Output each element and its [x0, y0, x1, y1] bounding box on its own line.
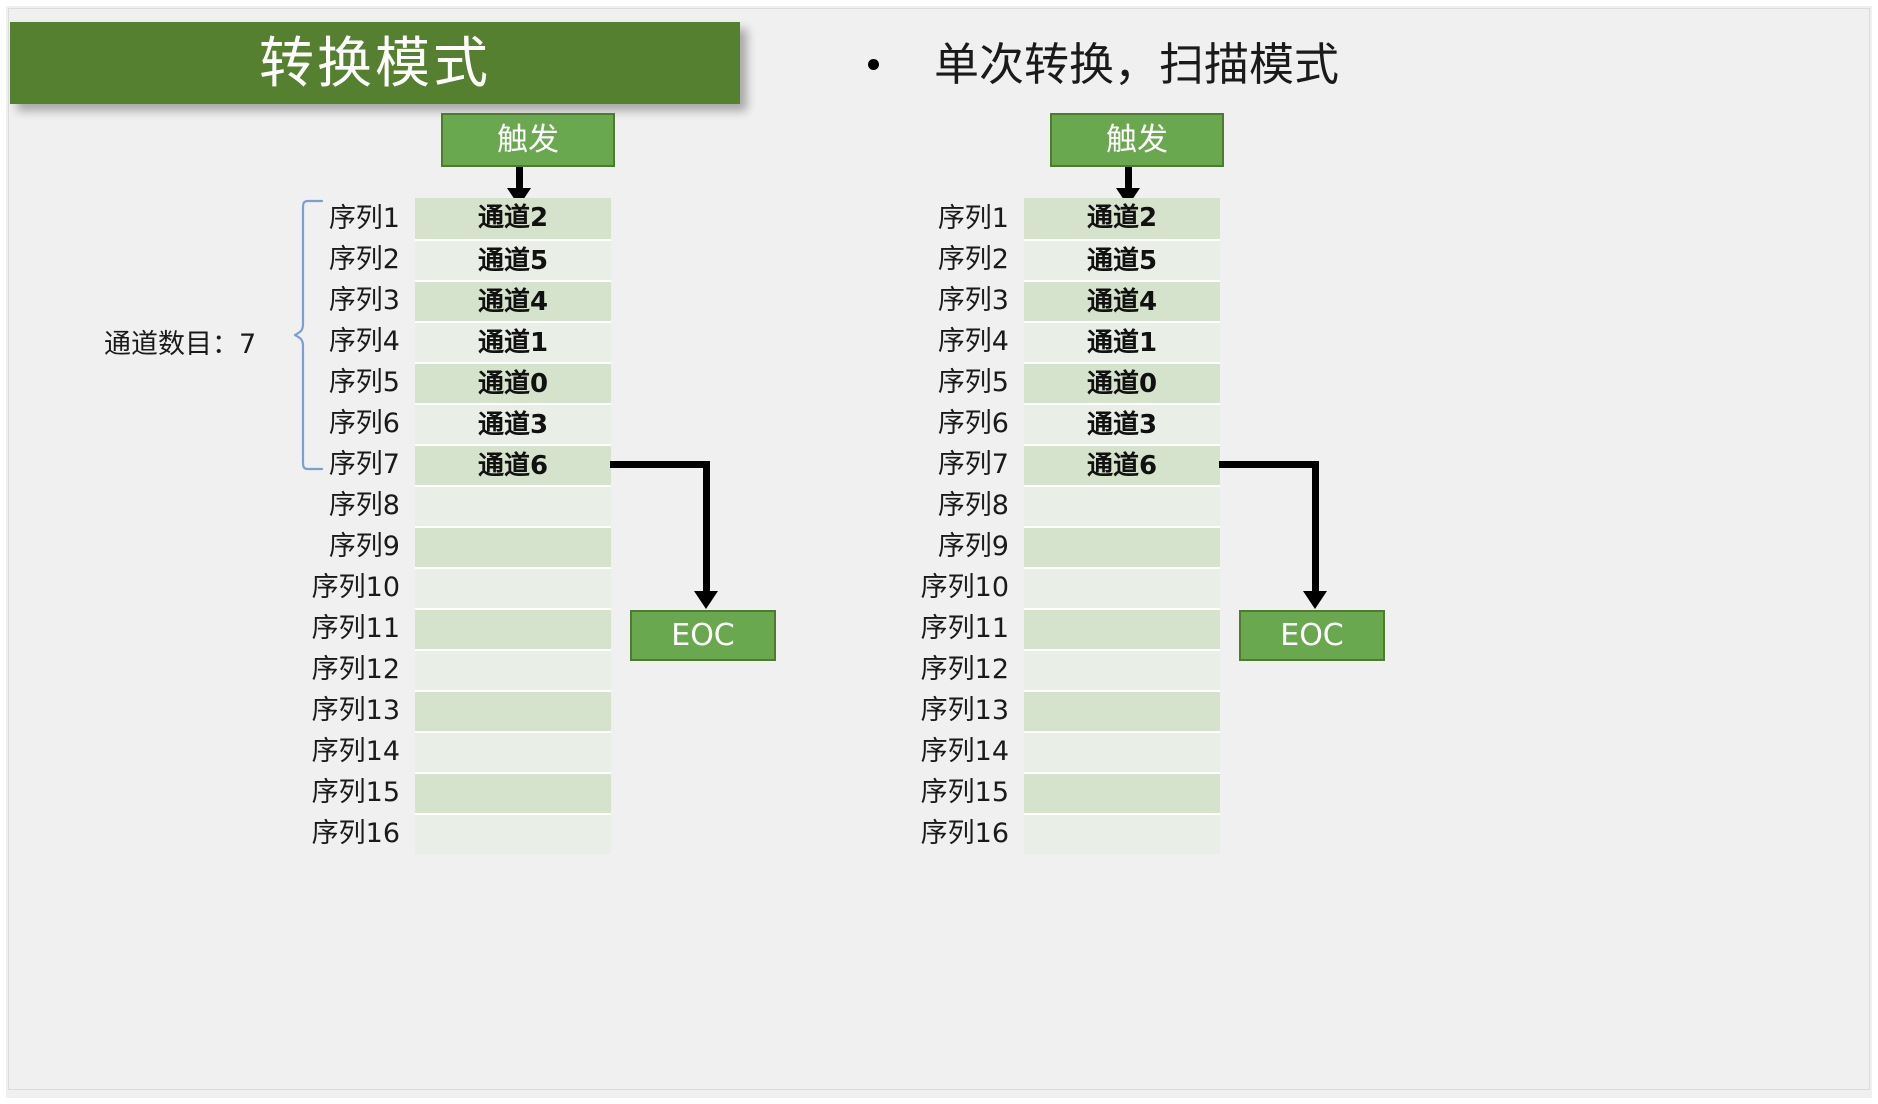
sequence-label: 序列6 [328, 408, 400, 439]
sequence-label-column-left: 序列1 序列2 序列3 序列4 序列5 序列6 序列7 序列8 序列9 序列10 序列11 序列12 序… [240, 198, 400, 854]
sequence-label: 序列2 [937, 244, 1009, 275]
sequence-label: 序列9 [328, 531, 400, 562]
sequence-label: 序列10 [311, 572, 400, 603]
channel-cell[interactable] [415, 485, 611, 526]
bullet-dot-icon [868, 59, 879, 71]
channel-cell[interactable]: 通道3 [1024, 403, 1220, 444]
channel-cell[interactable] [415, 608, 611, 649]
sequence-label: 序列6 [937, 408, 1009, 439]
sequence-label: 序列4 [328, 326, 400, 357]
channel-cell[interactable] [1024, 731, 1220, 772]
trigger-arrow-shaft-left [516, 167, 523, 191]
channel-cell[interactable]: 通道6 [415, 444, 611, 485]
channel-cell[interactable] [415, 649, 611, 690]
channel-cell[interactable] [415, 567, 611, 608]
channel-cell[interactable]: 通道0 [1024, 362, 1220, 403]
channel-cell[interactable] [1024, 649, 1220, 690]
bullet-text: 单次转换，扫描模式 [934, 38, 1340, 91]
channel-cell[interactable] [1024, 813, 1220, 854]
sequence-label: 序列14 [920, 736, 1009, 767]
channel-cell[interactable] [1024, 526, 1220, 567]
eoc-connector-horizontal-left [610, 461, 710, 468]
channel-cell[interactable] [1024, 567, 1220, 608]
channel-cell[interactable] [415, 690, 611, 731]
eoc-box-right[interactable]: EOC [1239, 610, 1385, 661]
sequence-label: 序列7 [328, 449, 400, 480]
sequence-label: 序列15 [311, 777, 400, 808]
channel-cell[interactable]: 通道3 [415, 403, 611, 444]
sequence-label: 序列1 [937, 203, 1009, 234]
channel-cell[interactable]: 通道4 [415, 280, 611, 321]
sequence-label: 序列15 [920, 777, 1009, 808]
channel-cell[interactable]: 通道6 [1024, 444, 1220, 485]
sequence-label: 序列5 [937, 367, 1009, 398]
bullet-row: 单次转换，扫描模式 [868, 40, 1339, 90]
sequence-label: 序列14 [311, 736, 400, 767]
sequence-label: 序列2 [328, 244, 400, 275]
sequence-label: 序列11 [920, 613, 1009, 644]
sequence-label: 序列8 [937, 490, 1009, 521]
channel-cell[interactable]: 通道5 [415, 239, 611, 280]
sequence-label: 序列13 [311, 695, 400, 726]
channel-cell[interactable]: 通道1 [1024, 321, 1220, 362]
channel-cell[interactable] [415, 731, 611, 772]
eoc-arrow-head-right [1303, 591, 1327, 609]
trigger-label: 触发 [497, 121, 559, 158]
sequence-label-column-right: 序列1 序列2 序列3 序列4 序列5 序列6 序列7 序列8 序列9 序列10 序列11 序列12 序… [849, 198, 1009, 854]
channel-cell[interactable]: 通道0 [415, 362, 611, 403]
trigger-arrow-shaft-right [1125, 167, 1132, 191]
sequence-label: 序列3 [937, 285, 1009, 316]
sequence-label: 序列16 [920, 818, 1009, 849]
slide-title-banner: 转换模式 [10, 22, 740, 104]
eoc-connector-horizontal-right [1219, 461, 1319, 468]
channel-count-brace [293, 199, 324, 471]
sequence-label: 序列7 [937, 449, 1009, 480]
sequence-label: 序列4 [937, 326, 1009, 357]
channel-cell[interactable]: 通道1 [415, 321, 611, 362]
channel-cell[interactable] [1024, 772, 1220, 813]
sequence-label: 序列12 [311, 654, 400, 685]
channel-cell[interactable] [1024, 485, 1220, 526]
eoc-connector-vertical-right [1312, 461, 1319, 593]
eoc-box-left[interactable]: EOC [630, 610, 776, 661]
channel-cell[interactable] [415, 772, 611, 813]
eoc-arrow-head-left [694, 591, 718, 609]
channel-cell[interactable]: 通道4 [1024, 280, 1220, 321]
channel-cell[interactable] [415, 813, 611, 854]
sequence-label: 序列1 [328, 203, 400, 234]
sequence-label: 序列3 [328, 285, 400, 316]
sequence-label: 序列10 [920, 572, 1009, 603]
channel-cell[interactable]: 通道2 [1024, 198, 1220, 239]
page-title: 转换模式 [258, 30, 491, 95]
channel-cell[interactable]: 通道2 [415, 198, 611, 239]
eoc-connector-vertical-left [703, 461, 710, 593]
channel-cell[interactable] [415, 526, 611, 567]
channel-count-label: 通道数目：7 [104, 329, 257, 360]
sequence-label: 序列5 [328, 367, 400, 398]
sequence-label: 序列9 [937, 531, 1009, 562]
channel-cell[interactable] [1024, 608, 1220, 649]
sequence-label: 序列8 [328, 490, 400, 521]
eoc-label: EOC [671, 617, 735, 653]
trigger-box-left[interactable]: 触发 [441, 113, 615, 167]
channel-cell[interactable]: 通道5 [1024, 239, 1220, 280]
sequence-label: 序列16 [311, 818, 400, 849]
sequence-label: 序列12 [920, 654, 1009, 685]
sequence-label: 序列13 [920, 695, 1009, 726]
trigger-label: 触发 [1106, 121, 1168, 158]
eoc-label: EOC [1280, 617, 1344, 653]
sequence-label: 序列11 [311, 613, 400, 644]
channel-cell[interactable] [1024, 690, 1220, 731]
trigger-box-right[interactable]: 触发 [1050, 113, 1224, 167]
